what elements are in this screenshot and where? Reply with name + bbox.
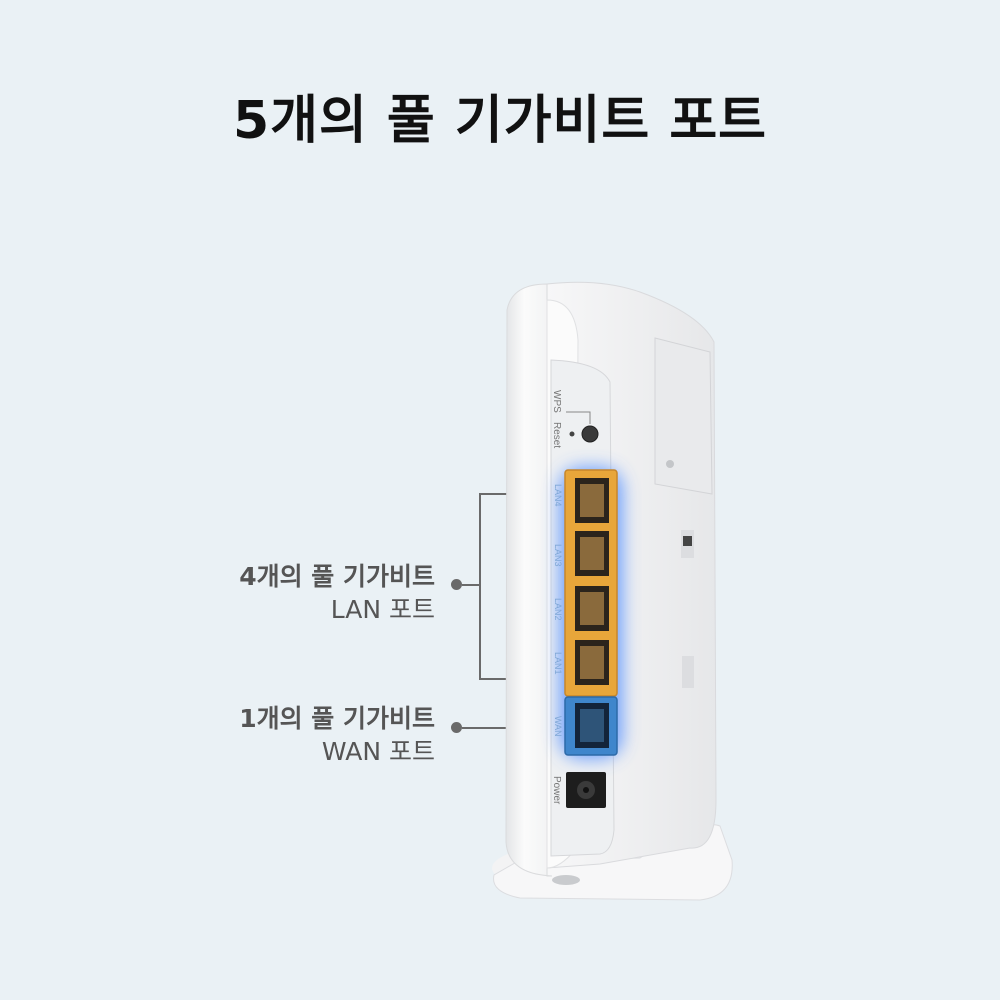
lan-bracket-vertical — [479, 493, 481, 680]
port-label-wan: WAN — [553, 716, 563, 737]
lan-callout-line1: 4개의 풀 기가비트 — [239, 562, 435, 591]
wan-callout-line2: WAN 포트 — [321, 737, 435, 766]
wps-label: WPS — [551, 390, 562, 413]
lan-port-4 — [575, 478, 609, 523]
wps-button — [581, 425, 599, 443]
wan-port-callout: 1개의 풀 기가비트 WAN 포트 — [239, 702, 435, 768]
wan-callout-leader — [462, 727, 535, 729]
reset-hole — [569, 431, 575, 437]
lan-callout-dot — [451, 579, 462, 590]
lan-callout-leader — [462, 584, 480, 586]
router-side — [505, 283, 553, 877]
lan-callout-line2: LAN 포트 — [330, 595, 435, 624]
lan-ports-callout: 4개의 풀 기가비트 LAN 포트 — [239, 560, 435, 626]
lan-port-1 — [575, 640, 609, 685]
lan-port-3 — [575, 531, 609, 576]
wan-callout-line1: 1개의 풀 기가비트 — [239, 704, 435, 733]
port-label-lan2: LAN2 — [553, 598, 563, 621]
lan-port-block — [564, 469, 618, 697]
lan-port-2 — [575, 586, 609, 631]
wan-port — [575, 703, 609, 748]
wan-callout-dot — [451, 722, 462, 733]
port-label-lan4: LAN4 — [553, 484, 563, 507]
power-label: Power — [551, 776, 562, 805]
page-title: 5개의 풀 기가비트 포트 — [232, 91, 768, 151]
reset-label: Reset — [551, 422, 562, 448]
port-label-lan1: LAN1 — [553, 652, 563, 675]
port-label-lan3: LAN3 — [553, 544, 563, 567]
